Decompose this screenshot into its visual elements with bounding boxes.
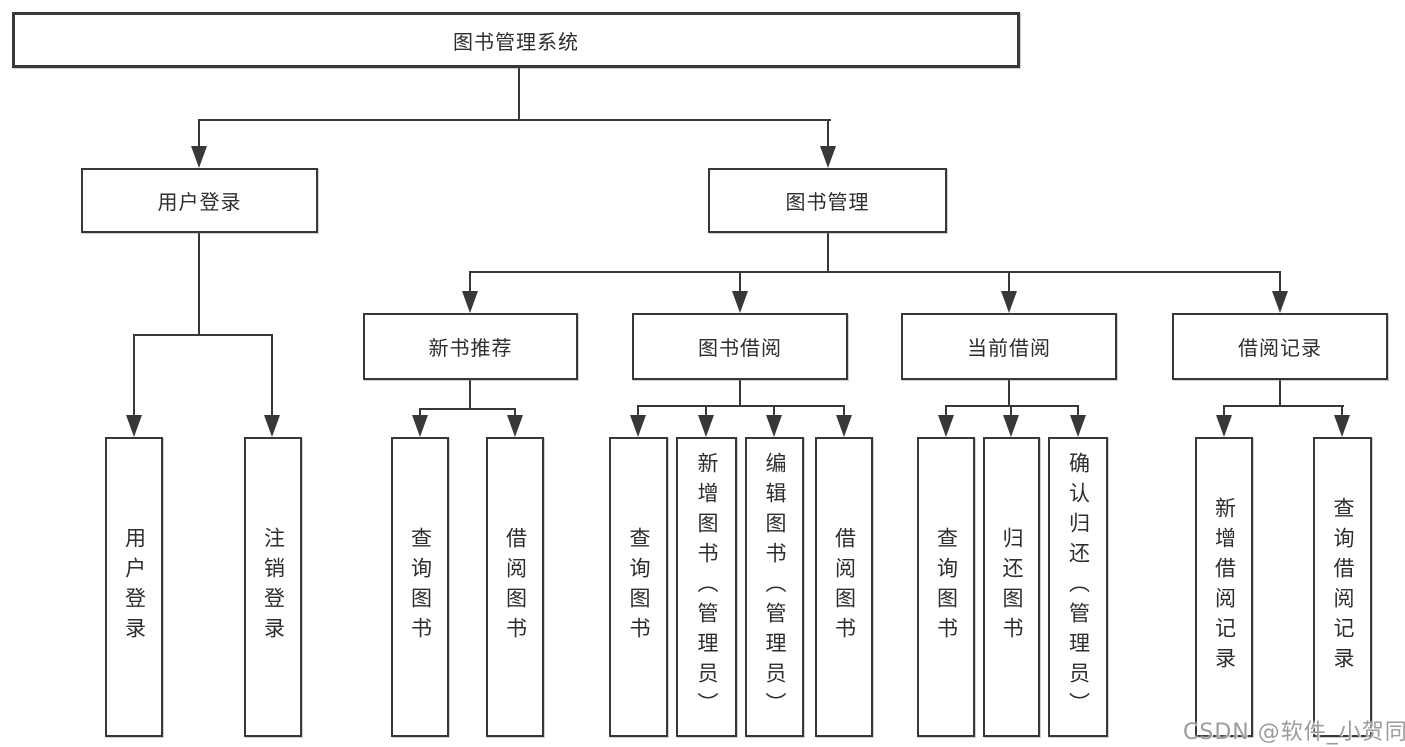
connector-s2-rail [637,405,845,407]
arrowhead-user-login-leaf1 [126,415,142,437]
leaf-user-login: 用户登录 [105,437,163,737]
arrowhead-user-login-leaf2 [264,415,280,437]
arrowhead-s4-leaf2 [1334,415,1350,437]
leaf-s2-borrow-book: 借阅图书 [815,437,873,737]
connector-section2-drop [739,271,741,295]
leaf-s4-query-borrow-record: 查询借阅记录 [1313,437,1372,737]
arrowhead-section1 [462,291,478,313]
connector-s1-leaf1-drop [419,408,421,420]
leaf-s1-borrow-book: 借阅图书 [486,437,544,737]
leaf-s2-query-book: 查询图书 [609,437,668,737]
connector-level3-rail [469,271,1281,273]
connector-s3-leaf3-drop [1077,405,1079,419]
connector-section3-drop [1008,271,1010,295]
arrowhead-s2-leaf3 [766,415,782,437]
connector-s1-rail [419,408,516,410]
leaf-logout: 注销登录 [244,437,302,737]
arrowhead-section3 [1001,291,1017,313]
connector-user-login-leaf1-drop [133,334,135,419]
arrowhead-section2 [732,291,748,313]
connector-s3-stub [1008,380,1010,407]
arrowhead-s3-leaf3 [1070,415,1086,437]
connector-s2-leaf4-drop [843,405,845,419]
arrowhead-s4-leaf1 [1216,415,1232,437]
connector-s3-rail [945,405,1079,407]
arrowhead-s1-leaf2 [507,415,523,437]
connector-s4-rail [1223,405,1344,407]
node-root: 图书管理系统 [12,12,1020,68]
connector-s1-leaf2-drop [514,408,516,420]
connector-s3-leaf2-drop [1010,405,1012,419]
node-user-login: 用户登录 [81,168,318,233]
node-book-borrow: 图书借阅 [632,313,848,380]
connector-user-login-stub [198,233,200,336]
leaf-s3-confirm-return-admin: 确认归还（管理员） [1048,437,1108,737]
leaf-s3-query-book: 查询图书 [917,437,975,737]
connector-user-login-leaf2-drop [271,334,273,419]
connector-s4-leaf2-drop [1341,405,1343,419]
connector-user-login-drop [198,119,200,151]
leaf-s2-edit-book-admin: 编辑图书（管理员） [745,437,804,737]
leaf-s3-return-book: 归还图书 [983,437,1040,737]
node-current-borrow: 当前借阅 [901,313,1117,380]
connector-s3-leaf1-drop [945,405,947,419]
connector-level2-rail [198,119,831,121]
arrowhead-user-login [191,146,207,168]
connector-s1-stub [469,380,471,410]
leaf-s4-add-borrow-record: 新增借阅记录 [1195,437,1253,737]
connector-s2-leaf3-drop [773,405,775,419]
csdn-watermark: CSDN @软件_小贺同学 [1183,720,1405,745]
node-new-book-recommend: 新书推荐 [363,313,578,380]
arrowhead-s3-leaf2 [1003,415,1019,437]
connector-s2-stub [739,380,741,407]
node-borrow-records: 借阅记录 [1172,313,1388,380]
arrowhead-s3-leaf1 [938,415,954,437]
connector-s4-leaf1-drop [1223,405,1225,419]
leaf-s2-add-book-admin: 新增图书（管理员） [676,437,737,737]
connector-s2-leaf2-drop [705,405,707,419]
arrowhead-section4 [1272,291,1288,313]
arrowhead-s2-leaf4 [836,415,852,437]
arrowhead-s1-leaf1 [412,415,428,437]
arrowhead-s2-leaf1 [630,415,646,437]
connector-book-mgmt-stub [827,233,829,273]
arrowhead-s2-leaf2 [698,415,714,437]
connector-section1-drop [469,271,471,295]
leaf-s1-query-book: 查询图书 [391,437,449,737]
connector-section4-drop [1279,271,1281,295]
connector-book-mgmt-drop [827,119,829,151]
node-book-management: 图书管理 [708,168,947,233]
connector-root-stub [518,68,520,121]
arrowhead-book-mgmt [820,146,836,168]
connector-user-login-rail [133,334,273,336]
connector-s2-leaf1-drop [637,405,639,419]
connector-s4-stub [1279,380,1281,407]
